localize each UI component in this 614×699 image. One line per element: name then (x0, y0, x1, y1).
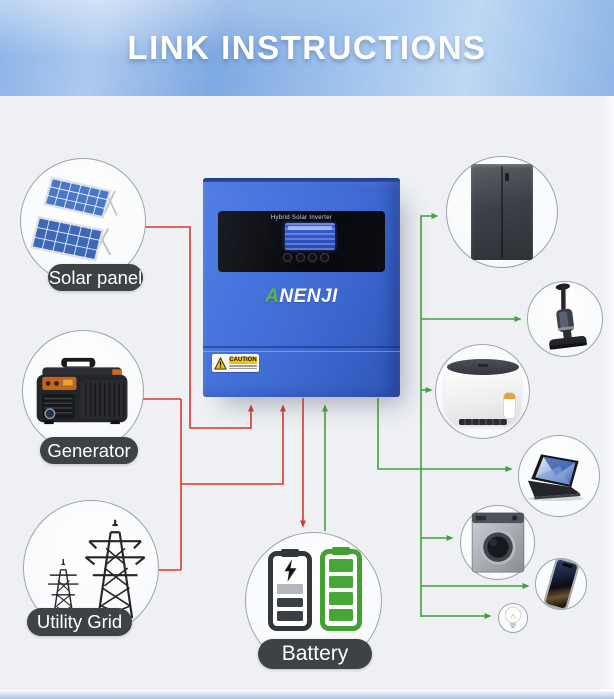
light-bulb-circle (498, 603, 528, 633)
generator-label: Generator (40, 437, 138, 464)
inverter-display-panel: Hybrid Solar Inverter (218, 211, 385, 272)
battery-bar (329, 575, 353, 588)
right-edge-highlight (601, 96, 614, 690)
battery-bar (277, 611, 303, 622)
solar-panel-icon (30, 176, 118, 262)
inverter-button-1[interactable] (283, 253, 292, 262)
caution-fine-print (229, 367, 257, 369)
generator-icon (36, 357, 128, 425)
caution-word: CAUTION (229, 357, 257, 364)
lightning-bolt-icon (276, 559, 304, 582)
generator-circle (22, 330, 144, 452)
washing-machine-circle (460, 505, 535, 580)
battery-cap (332, 547, 350, 555)
utility-grid-label-text: Utility Grid (36, 611, 123, 632)
green-trunk-to-fridge-line (420, 213, 439, 617)
inverter-seam-highlight (203, 351, 400, 352)
inverter-button-2[interactable] (296, 253, 305, 262)
warning-triangle-icon (214, 356, 227, 370)
laptop-icon (527, 453, 584, 501)
battery-cap (281, 549, 299, 557)
battery-bar (277, 584, 303, 594)
solar-panel-label: Solar panel (48, 264, 143, 291)
air-fryer-lid (446, 358, 519, 375)
solar-panel-label-text: Solar panel (48, 266, 143, 288)
air-fryer-base (458, 418, 507, 425)
caution-text-block: CAUTION (229, 357, 257, 369)
bottom-edge-strip (0, 690, 614, 699)
smartphone-icon (542, 556, 580, 612)
battery-label-text: Battery (281, 642, 349, 665)
inverter-screen-title: Hybrid Solar Inverter (270, 215, 333, 221)
inverter-button-3[interactable] (308, 253, 317, 262)
gen-grid-to-inverter-line (181, 404, 286, 485)
vacuum-cleaner-icon (549, 283, 587, 350)
page-title: LINK INSTRUCTIONS (127, 29, 487, 66)
air-fryer-circle (435, 344, 530, 439)
battery-label: Battery (258, 639, 372, 669)
refrigerator-icon (471, 164, 533, 260)
smartphone-circle (535, 556, 587, 612)
solar-panel-circle (20, 158, 146, 284)
vacuum-circle (527, 281, 603, 357)
laptop-circle (518, 435, 600, 517)
battery-bar (329, 559, 353, 572)
inverter-seam (203, 346, 400, 348)
solar-inverter: Hybrid Solar Inverter ANENJI CAUTION (203, 178, 400, 397)
air-fryer-handle (502, 391, 516, 419)
header-banner: LINK INSTRUCTIONS (0, 0, 614, 96)
battery-bar (329, 608, 353, 621)
brand-logo: ANENJI (265, 286, 338, 307)
utility-grid-label: Utility Grid (27, 608, 132, 636)
battery-bar (329, 592, 353, 605)
battery-bar (277, 597, 303, 608)
washing-machine-icon (471, 512, 524, 573)
inverter-lcd-screen (285, 223, 335, 250)
caution-label: CAUTION (212, 354, 259, 372)
light-bulb-icon (504, 606, 522, 628)
caution-fine-print (229, 365, 257, 367)
refrigerator-circle (446, 156, 558, 268)
generator-label-text: Generator (47, 439, 131, 461)
inverter-button-4[interactable] (320, 253, 329, 262)
air-fryer-icon (444, 358, 521, 425)
full-green-battery-icon (320, 547, 362, 631)
discharging-battery-icon (268, 549, 312, 631)
